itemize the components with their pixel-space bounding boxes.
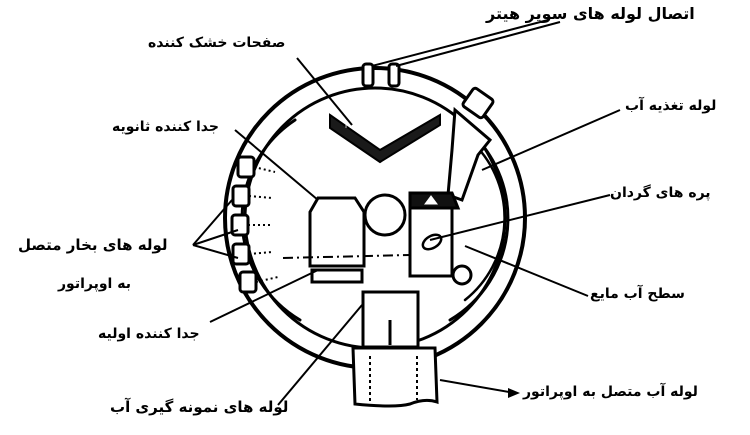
central-steam-ball [363, 193, 407, 237]
superheater-nozzles [361, 62, 401, 88]
label-secondary-separator: جدا کننده ثانویه [112, 119, 219, 135]
label-water-sampling-pipes: لوله های نمونه گیری آب [110, 398, 289, 416]
label-liquid-water-level: سطح آب مایع [590, 286, 685, 302]
label-rotating-vanes: پره های گردان [610, 185, 711, 201]
label-water-pipe-evaporator: لوله آب متصل به اوپراتور [523, 384, 698, 400]
label-superheater-connection: اتصال لوله های سوپر هیتر [486, 4, 695, 23]
downcomer-pipe [351, 346, 439, 408]
float-ball [451, 264, 473, 286]
water-level-line [282, 254, 411, 259]
arrowhead-evaporator [508, 388, 520, 398]
dryer-plates: ꟾ ꟾ ꟾ [329, 113, 441, 164]
steam-pipe-stubs [230, 155, 258, 294]
secondary-separator-left [308, 196, 366, 284]
label-steam-pipes-line1: لوله های بخار متصل [18, 236, 168, 254]
label-dryer-plates: صفحات خشک کننده [148, 35, 286, 51]
primary-separator [361, 290, 420, 349]
rotating-vanes-unit [408, 191, 461, 278]
feedwater-nozzle [446, 86, 495, 202]
leader-lines [192, 19, 621, 406]
steam-pipe-dotted [248, 166, 279, 283]
svg-text:ꟾ ꟾ ꟾ: ꟾ ꟾ ꟾ [345, 121, 356, 130]
label-steam-pipes-line2: به اوپراتور [58, 276, 131, 292]
label-primary-separator: جدا کننده اولیه [98, 326, 200, 342]
label-feedwater-pipe: لوله تغذیه آب [625, 98, 717, 114]
